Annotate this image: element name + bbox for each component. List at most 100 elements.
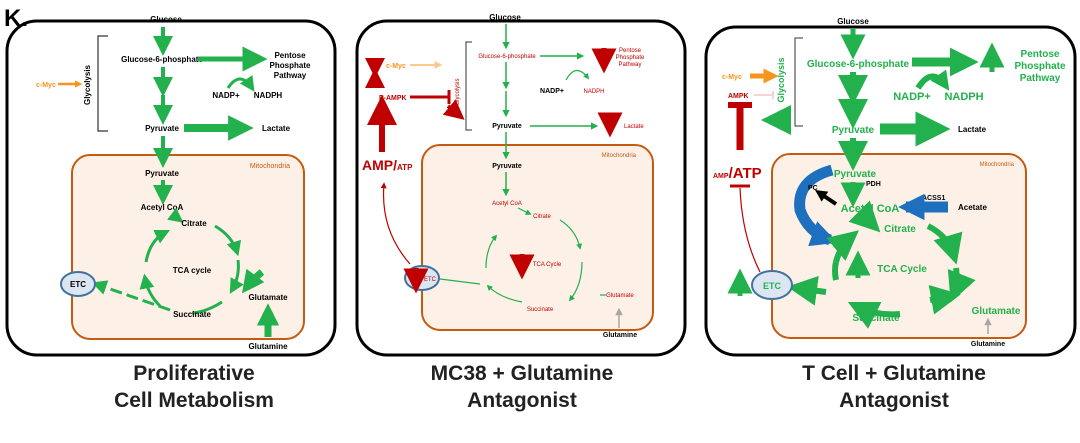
pyruvate-label: Pyruvate <box>832 125 875 136</box>
caption-line: T Cell + Glutamine <box>802 362 986 385</box>
glutamate-label: Glutamate <box>248 293 288 302</box>
succinate-label: Succinate <box>852 313 900 324</box>
cell-outline <box>355 19 687 357</box>
tca-label: TCA Cycle <box>533 262 562 268</box>
nadph-label: NADPH <box>254 91 283 100</box>
panel-tcell: Mitochondria Glucose Glucose-6-phosphate… <box>704 17 1077 357</box>
cmyc-label: c-Myc <box>36 82 56 89</box>
acss1-label: ACSS1 <box>922 195 945 202</box>
pc-black-arrow <box>815 190 838 206</box>
pyruvate-mito-label: Pyruvate <box>492 163 522 170</box>
pdh-label: PDH <box>866 181 881 188</box>
citrate-arrow <box>167 207 184 223</box>
amp-label: AMP/ATP <box>362 157 413 173</box>
glycolysis-label: Glycolysis <box>83 64 92 105</box>
glycolysis-bracket <box>465 41 472 131</box>
amp-label: AMP/ATP <box>713 165 762 182</box>
cell-outline <box>704 25 1077 357</box>
glucose-label: Glucose <box>150 15 182 24</box>
lactate-label: Lactate <box>262 124 291 133</box>
tca-cycle-arrows <box>430 207 583 303</box>
nadp-label: NADP+ <box>212 91 240 100</box>
caption-line: Proliferative <box>133 362 255 385</box>
pampk-label: P-AMPK <box>379 95 407 102</box>
ampk-label: AMPK <box>728 93 749 100</box>
glutamine-label: Glutamine <box>971 341 1005 348</box>
nadph-label: NADPH <box>583 89 604 95</box>
nadp-curve <box>565 69 590 81</box>
citrate-label: Citrate <box>533 214 551 220</box>
etc-node <box>60 271 96 297</box>
etc-label: ETC <box>424 277 437 283</box>
mitochondria-label: Mitochondria <box>250 163 290 170</box>
ppp-label-1: Pentose <box>274 51 306 60</box>
caption-line: Antagonist <box>839 389 949 412</box>
nadp-label: NADP+ <box>893 91 931 103</box>
glutamine-label: Glutamine <box>603 332 637 339</box>
etc-arrow <box>91 280 171 312</box>
glycolysis-label: Glycolysis <box>776 57 786 102</box>
caption-line: MC38 + Glutamine <box>430 362 614 385</box>
pyruvate-label: Pyruvate <box>145 124 179 133</box>
acetyl-coa-label: Acetyl CoA <box>492 201 522 207</box>
glutamate-in-arrow <box>928 284 961 315</box>
cmyc-label: c-Myc <box>722 74 742 81</box>
ppp-label-2: Phosphate <box>616 55 645 61</box>
nadp-label: NADP+ <box>540 88 564 95</box>
etc-label: ETC <box>763 281 782 291</box>
ppp-label-1: Pentose <box>1021 49 1060 60</box>
glucose-label: Glucose <box>489 13 521 22</box>
citrate-label: Citrate <box>884 224 916 235</box>
acetyl-coa-label: Acetyl CoA <box>841 203 900 215</box>
glycolysis-label: Glycolysis <box>455 78 461 105</box>
succinate-label: Succinate <box>173 310 211 319</box>
tca-label: TCA Cycle <box>877 264 927 275</box>
citrate-label: Citrate <box>181 219 207 228</box>
pyruvate-mito-label: Pyruvate <box>834 169 877 180</box>
ppp-label-3: Pathway <box>274 71 307 80</box>
tca-cycle-arrows <box>139 224 244 315</box>
cmyc-label: c-Myc <box>386 63 406 70</box>
etc-label: ETC <box>70 280 86 289</box>
cell-outline <box>5 19 337 357</box>
pyruvate-label: Pyruvate <box>492 123 522 130</box>
nadph-label: NADPH <box>944 91 983 103</box>
glycolysis-down-arrow <box>442 99 465 120</box>
g6p-label: Glucose-6-phosphate <box>121 55 203 64</box>
caption-line: Antagonist <box>467 389 577 412</box>
caption-line: Cell Metabolism <box>114 389 274 412</box>
pyruvate-mito-label: Pyruvate <box>145 169 179 178</box>
glycolysis-bracket <box>794 37 803 127</box>
etc-to-amp-inhibit <box>739 187 761 273</box>
g6p-label: Glucose-6-phosphate <box>478 54 536 60</box>
acetate-label: Acetate <box>958 203 987 212</box>
etc-to-amp-arrow <box>380 182 411 265</box>
panel-proliferative: Mitochondria Glucose Glucose-6-phosphate… <box>5 15 337 357</box>
tca-label: TCA cycle <box>173 266 212 275</box>
figure-label: K. <box>4 5 28 32</box>
ppp-label-1: Pentose <box>619 48 642 54</box>
mitochondria-label: Mitochondria <box>602 153 637 159</box>
ppp-label-2: Phosphate <box>1014 61 1066 72</box>
mitochondria-label: Mitochondria <box>980 162 1015 168</box>
glutamate-cycle-arrow <box>241 268 265 294</box>
glutamate-label: Glutamate <box>972 306 1021 317</box>
lactate-label: Lactate <box>958 125 987 134</box>
acetyl-coa-label: Acetyl CoA <box>141 203 184 212</box>
caption-mc38: MC38 + Glutamine Antagonist <box>372 360 672 414</box>
nadp-curve <box>915 69 950 91</box>
glycolysis-bracket <box>97 35 108 132</box>
ppp-label-3: Pathway <box>1020 73 1061 84</box>
ppp-label-3: Pathway <box>618 62 641 68</box>
glutamine-label: Glutamine <box>248 342 288 351</box>
ppp-label-2: Phosphate <box>270 61 311 70</box>
caption-proliferative: Proliferative Cell Metabolism <box>44 360 344 414</box>
glutamate-label: Glutamate <box>606 293 634 299</box>
succinate-label: Succinate <box>527 307 554 313</box>
panel-mc38: Mitochondria Glucose c-Myc Glucose-6-pho… <box>355 13 687 357</box>
pc-arrow <box>794 164 838 247</box>
glucose-label: Glucose <box>837 17 869 26</box>
nadp-curve <box>226 75 255 92</box>
caption-tcell: T Cell + Glutamine Antagonist <box>744 360 1044 414</box>
